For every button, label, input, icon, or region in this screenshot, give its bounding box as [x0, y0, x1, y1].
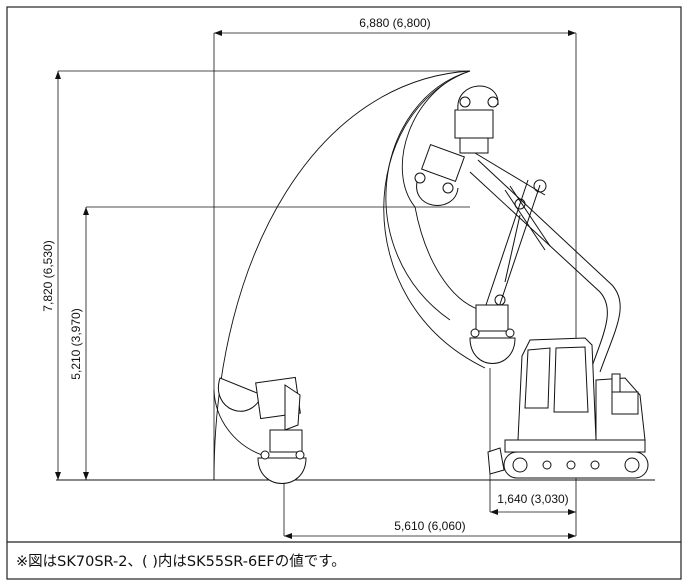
- footnote: ※図はSK70SR-2、( )内はSK55SR-6EFの値です。: [16, 553, 346, 570]
- dim-max-height: 7,820 (6,530): [41, 240, 55, 311]
- dimension-lines: [57, 32, 577, 537]
- dim-max-reach-width: 6,880 (6,800): [359, 16, 430, 30]
- bucket-mid-position: [414, 143, 466, 206]
- diagram-frame: [6, 6, 682, 580]
- dim-mid-height: 5,210 (3,970): [69, 308, 83, 379]
- bucket-ground-position: [217, 376, 307, 484]
- bucket-top-position: [454, 85, 499, 154]
- excavator-body: [487, 337, 649, 479]
- dim-min-radius: 5,610 (6,060): [394, 519, 465, 533]
- dim-tail-offset: 1,640 (3,030): [497, 492, 568, 506]
- dimension-arrowheads: [55, 30, 576, 539]
- bucket-lower-position: [469, 304, 516, 364]
- boom-arm-drawing: [469, 149, 621, 373]
